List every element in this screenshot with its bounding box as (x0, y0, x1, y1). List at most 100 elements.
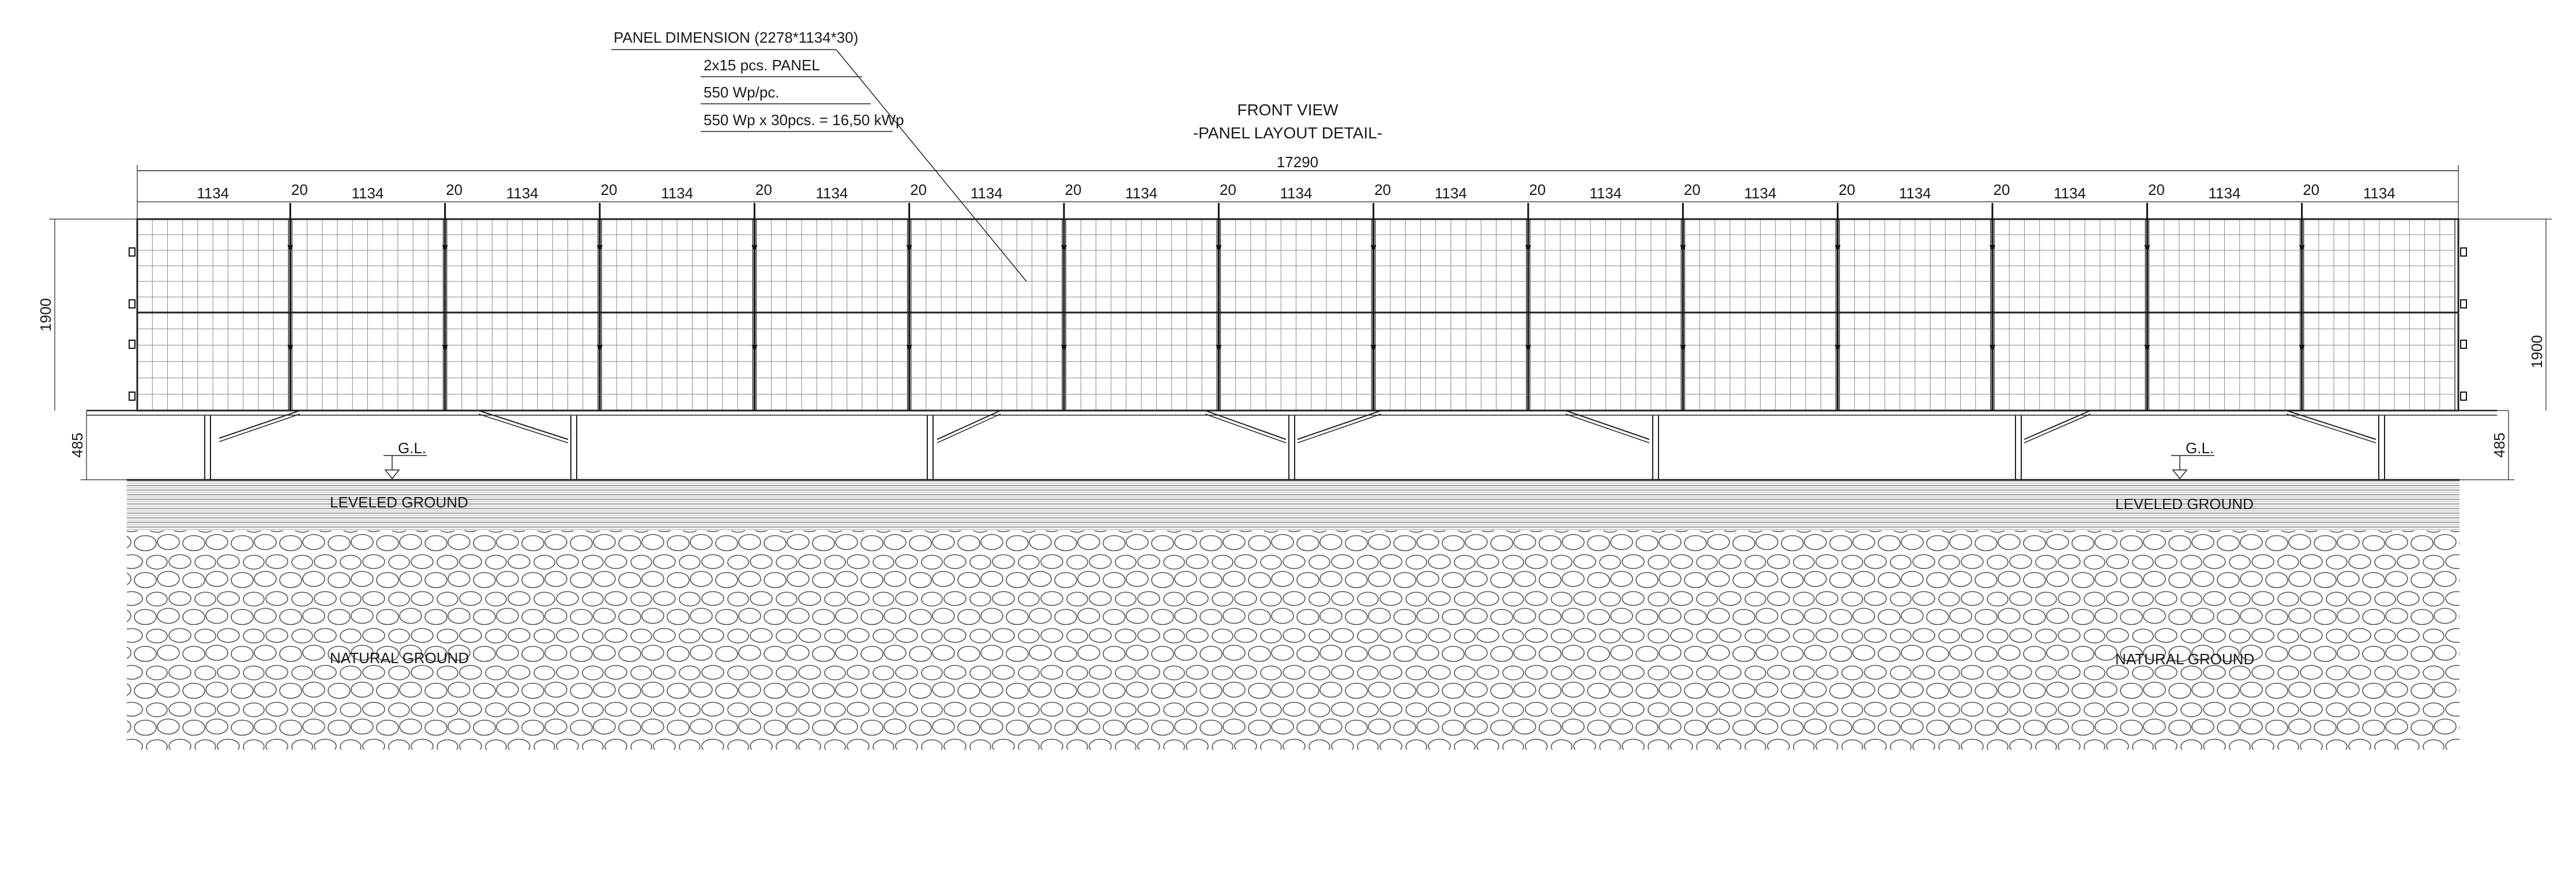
end-clamp (2460, 247, 2467, 257)
end-clamp (2460, 340, 2467, 349)
gap-label: 20 (755, 181, 772, 198)
brace (2024, 413, 2091, 443)
solar-panel (1065, 219, 1218, 313)
panel-width-label: 1134 (1280, 185, 1313, 202)
panel-width-label: 1134 (1899, 185, 1931, 202)
clamp-arrow-icon (1216, 345, 1222, 352)
panel-width-label: 1134 (2209, 185, 2241, 202)
mounting-structure (87, 409, 2497, 480)
end-clamp (2460, 392, 2467, 401)
solar-panel (755, 219, 908, 313)
end-clamp (2460, 299, 2467, 308)
solar-panel (1994, 312, 2146, 411)
brace (1297, 413, 1382, 443)
gap-label: 20 (291, 181, 308, 198)
solar-panel (1374, 312, 1527, 411)
solar-panel (1529, 219, 1682, 313)
solar-panel (2148, 219, 2301, 313)
brace (937, 410, 1001, 440)
height-label-right: 1900 (2528, 335, 2545, 368)
brace (937, 413, 1001, 443)
gap-label: 20 (2148, 181, 2165, 198)
title-line2: -PANEL LAYOUT DETAIL- (1193, 124, 1382, 142)
panel-annotation: PANEL DIMENSION (2278*1134*30) 2x15 pcs.… (611, 29, 1027, 282)
clamp-arrow-icon (1990, 345, 1995, 352)
right-dimensions (2458, 219, 2552, 480)
clamp-arrow-icon (1370, 345, 1377, 352)
solar-panel (1838, 312, 1991, 411)
title-line1: FRONT VIEW (1237, 101, 1338, 119)
level-triangle-icon (384, 469, 400, 480)
solar-panel (1220, 219, 1372, 313)
clamp-arrow-icon (2144, 245, 2150, 252)
gl-label-left: G.L. (398, 439, 426, 457)
solar-panel (1065, 312, 1218, 411)
end-clamp (129, 340, 136, 349)
panel-array-outline (136, 218, 2460, 412)
gap-label: 20 (1065, 181, 1082, 198)
height-label-left: 1900 (37, 298, 54, 332)
clamp-arrow-icon (1061, 245, 1067, 252)
panel-width-label: 1134 (816, 185, 848, 202)
total-power-text: 550 Wp x 30pcs. = 16,50 kWp (704, 111, 904, 129)
gap-label: 20 (1529, 181, 1546, 198)
solar-panel (1374, 219, 1527, 313)
clamp-arrow-icon (751, 345, 758, 352)
clamp-arrow-icon (287, 345, 294, 352)
clearance-label-left: 485 (69, 432, 86, 457)
solar-panel (137, 219, 289, 313)
brace (1565, 413, 1650, 443)
panel-width-label: 1134 (1744, 185, 1777, 202)
panel-width-label: 1134 (506, 185, 539, 202)
clamp-arrow-icon (1525, 245, 1531, 252)
clamp-arrow-icon (2299, 245, 2305, 252)
brace (1205, 410, 1287, 440)
panel-width-label: 1134 (197, 185, 229, 202)
brace (2024, 410, 2091, 440)
gl-label-right: G.L. (2186, 439, 2214, 457)
clamp-arrow-icon (1525, 345, 1531, 352)
clearance-label-right: 485 (2491, 432, 2508, 457)
solar-panel (137, 312, 289, 411)
brace (2286, 410, 2376, 440)
solar-panel (446, 312, 599, 411)
panel-width-label: 1134 (971, 185, 1003, 202)
panel-dim-labels: 1134 20 1134 20 1134 20 1134 20 1134 20 1134 20 1134… (197, 181, 2396, 202)
clamp-arrow-icon (597, 345, 603, 352)
solar-panel (1220, 312, 1372, 411)
end-clamp (129, 299, 136, 308)
natural-ground-label-left: NATURAL GROUND (330, 649, 469, 667)
solar-panel (910, 219, 1063, 313)
clamp-arrow-icon (1990, 245, 1995, 252)
drawing-title: FRONT VIEW -PANEL LAYOUT DETAIL- (1193, 101, 1382, 142)
overall-width-label: 17290 (1277, 153, 1318, 171)
clamp-arrow-icon (906, 245, 912, 252)
clamp-arrow-icon (2144, 345, 2150, 352)
solar-panel (446, 219, 599, 313)
leveled-ground-label-right: LEVELED GROUND (2115, 495, 2254, 513)
brace (1297, 410, 1382, 440)
panel-width-label: 1134 (2363, 185, 2396, 202)
clamp-arrow-icon (442, 345, 448, 352)
clamp-arrow-icon (2299, 345, 2305, 352)
solar-panel (601, 312, 754, 411)
gap-label: 20 (1994, 181, 2010, 198)
brace (219, 410, 300, 439)
solar-panel (755, 312, 908, 411)
brace (219, 413, 300, 442)
gap-label: 20 (1684, 181, 1701, 198)
brace (1205, 413, 1287, 443)
brace (478, 413, 569, 443)
panel-count-text: 2x15 pcs. PANEL (704, 57, 820, 74)
clamp-arrow-icon (1834, 345, 1841, 352)
natural-ground-label-right: NATURAL GROUND (2115, 650, 2254, 668)
clamp-arrow-icon (1216, 245, 1222, 252)
panel-width-label: 1134 (1125, 185, 1157, 202)
clamp-arrow-icon (442, 245, 448, 252)
solar-panel (1529, 312, 1682, 411)
solar-panel (2303, 219, 2455, 313)
level-triangle-icon (2172, 469, 2188, 480)
brace (1565, 410, 1650, 440)
panel-width-label: 1134 (1589, 185, 1622, 202)
